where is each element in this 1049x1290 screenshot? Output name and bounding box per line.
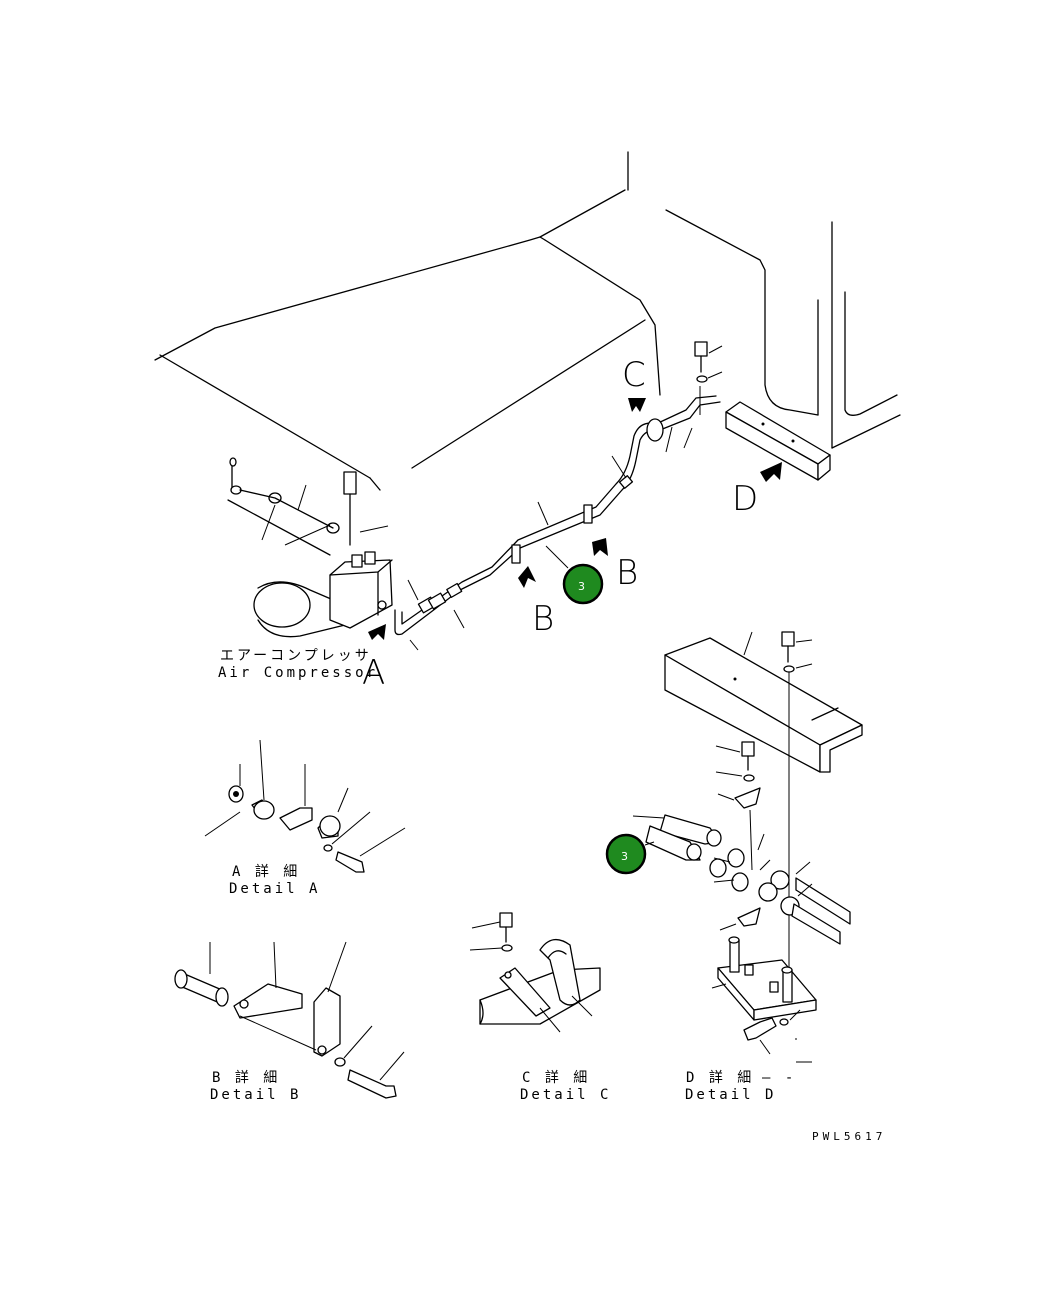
callout-d: D xyxy=(732,479,758,519)
arrow-d xyxy=(760,462,782,482)
svg-text:3: 3 xyxy=(621,850,628,863)
frame-bracket-d xyxy=(725,401,831,481)
detail-c-label-jp: C 詳 細 xyxy=(522,1070,590,1086)
detail-b-drawing xyxy=(174,941,405,1099)
detail-b-label-jp: B 詳 細 xyxy=(212,1070,280,1086)
detail-c-label-en: Detail C xyxy=(520,1087,611,1103)
machine-hood xyxy=(154,151,661,491)
detail-d-label-en: Detail D xyxy=(685,1087,776,1103)
arrow-a xyxy=(368,624,386,640)
callout-b-upper: B xyxy=(616,553,638,593)
detail-b-label-en: Detail B xyxy=(210,1087,301,1103)
air-compressor-label-en: Air Compressor xyxy=(218,665,378,681)
detail-c-drawing xyxy=(469,912,601,1033)
cab-frame xyxy=(665,209,901,449)
detail-a-drawing xyxy=(204,739,406,873)
svg-text:3: 3 xyxy=(578,580,585,593)
arrow-c xyxy=(628,398,646,412)
arrow-b1 xyxy=(518,566,536,588)
part-badge-3-top[interactable]: 3 xyxy=(562,563,604,605)
callout-c: C xyxy=(622,355,646,395)
detail-d-drawing xyxy=(632,631,863,1063)
detail-a-label-en: Detail A xyxy=(229,881,320,897)
arrow-b2 xyxy=(592,538,608,556)
part-badge-3-detail-d[interactable]: 3 xyxy=(605,833,647,875)
callout-b-lower: B xyxy=(532,599,554,639)
air-pipe xyxy=(394,341,723,651)
detail-d-label-extra: – - xyxy=(762,1070,796,1086)
callout-a: A xyxy=(362,653,385,693)
detail-a-label-jp: A 詳 細 xyxy=(232,864,300,880)
air-compressor-label-jp: エアーコンプレッサ xyxy=(220,648,372,664)
air-compressor xyxy=(227,457,393,638)
drawing-code: PWL5617 xyxy=(812,1130,886,1143)
detail-d-label-jp: D 詳 細 xyxy=(686,1070,754,1086)
